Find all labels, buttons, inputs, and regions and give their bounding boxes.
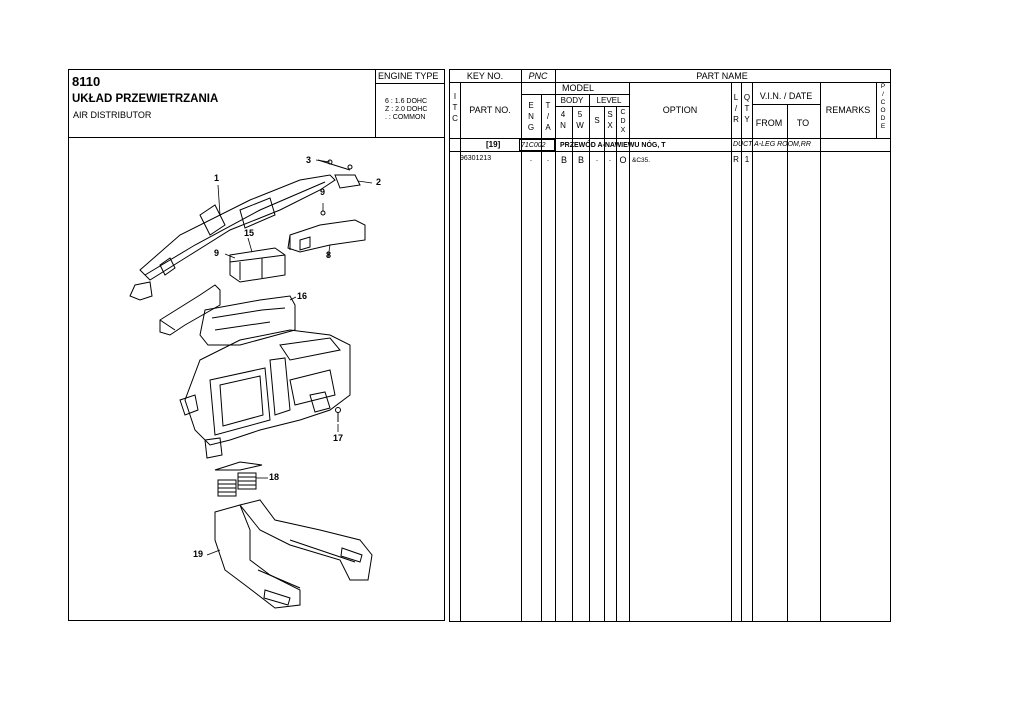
row-level-cdx: O [619,155,627,165]
body-5w-1: 5 [577,110,583,119]
callout-8: 8 [326,250,332,260]
col-pnc: PNC [528,71,548,81]
callout-2: 2 [376,177,382,187]
row-part-no: 96301213 [460,155,492,162]
col-option: OPTION [662,105,698,115]
level-cdx-1: C [620,109,626,116]
row-body-5w: B [577,155,585,165]
qty-3: Y [744,115,750,124]
pcode-1: P [880,83,886,90]
lr-2: / [734,104,738,113]
group-title-en: AIR DISTRIBUTOR [73,110,152,120]
col-body: BODY [560,96,584,105]
pcode-5: D [880,115,886,122]
exploded-diagram [129,159,373,609]
callout-3: 3 [306,155,312,165]
callout-16: 16 [297,291,308,301]
pcode-2: / [882,91,884,98]
callout-9-right: 9 [320,187,326,197]
level-sx-2: X [607,121,613,130]
lr-3: R [733,115,739,124]
lr-1: L [733,93,739,102]
body-5w-2: W [576,121,584,130]
qty-1: Q [743,93,751,102]
eng-1: E [528,101,534,110]
col-part-name: PART NAME [696,71,748,81]
itc-1: I [453,92,457,101]
col-model: MODEL [561,83,595,93]
col-from: FROM [755,118,783,128]
callout-15: 15 [244,228,255,238]
level-sx-1: S [607,110,613,119]
row-ta: . [546,154,550,163]
row-level-s: . [595,154,599,163]
itc-2: T [452,103,458,112]
level-cdx-3: X [620,127,626,134]
body-4n-1: 4 [560,110,566,119]
level-cdx-2: D [620,118,626,125]
diagram-frame [68,137,445,621]
engine-type-label: ENGINE TYPE [378,71,439,81]
col-vin-date: V.I.N. / DATE [759,91,813,101]
pcode-3: C [880,99,886,106]
ta-1: T [545,101,551,110]
row-key-no: [19] [486,140,501,149]
eng-3: G [527,123,535,132]
engine-code-2: Z : 2.0 DOHC [385,106,428,113]
ta-3: A [545,123,551,132]
callout-17: 17 [333,433,344,443]
row-lr: R [733,155,739,164]
col-level: LEVEL [596,96,622,105]
itc-3: C [452,114,458,123]
col-part-no: PART NO. [469,105,511,115]
group-number: 8110 [72,74,101,89]
callout-9-left: 9 [214,248,220,258]
pcode-4: O [880,107,886,114]
row-body-4n: B [560,155,568,165]
callout-1: 1 [214,173,220,183]
level-s: S [594,116,600,125]
col-remarks: REMARKS [825,105,871,115]
ta-2: / [546,112,550,121]
row-eng: . [529,154,533,163]
callout-19: 19 [193,549,204,559]
callout-18: 18 [269,472,280,482]
col-to: TO [796,118,810,128]
engine-code-3: . : COMMON [385,114,426,121]
eng-2: N [528,112,534,121]
row-qty: 1 [744,155,750,164]
row-name-en: DUCT A-LEG ROOM,RR [733,141,811,148]
row-name-pl: PRZEWÓD A-NAWIEWU NÓG, T [560,142,666,149]
row-pnc-box [519,139,555,151]
pcode-6: E [880,123,886,130]
group-title-pl: UKŁAD PRZEWIETRZANIA [72,93,219,105]
col-key-no: KEY NO. [466,71,504,81]
row-level-sx: . [608,154,612,163]
qty-2: T [744,104,750,113]
row-pnc: 71C002 [521,142,546,149]
engine-code-1: 6 : 1.6 DOHC [385,98,428,105]
row-option: &C35. [632,157,651,164]
body-4n-2: N [560,121,566,130]
